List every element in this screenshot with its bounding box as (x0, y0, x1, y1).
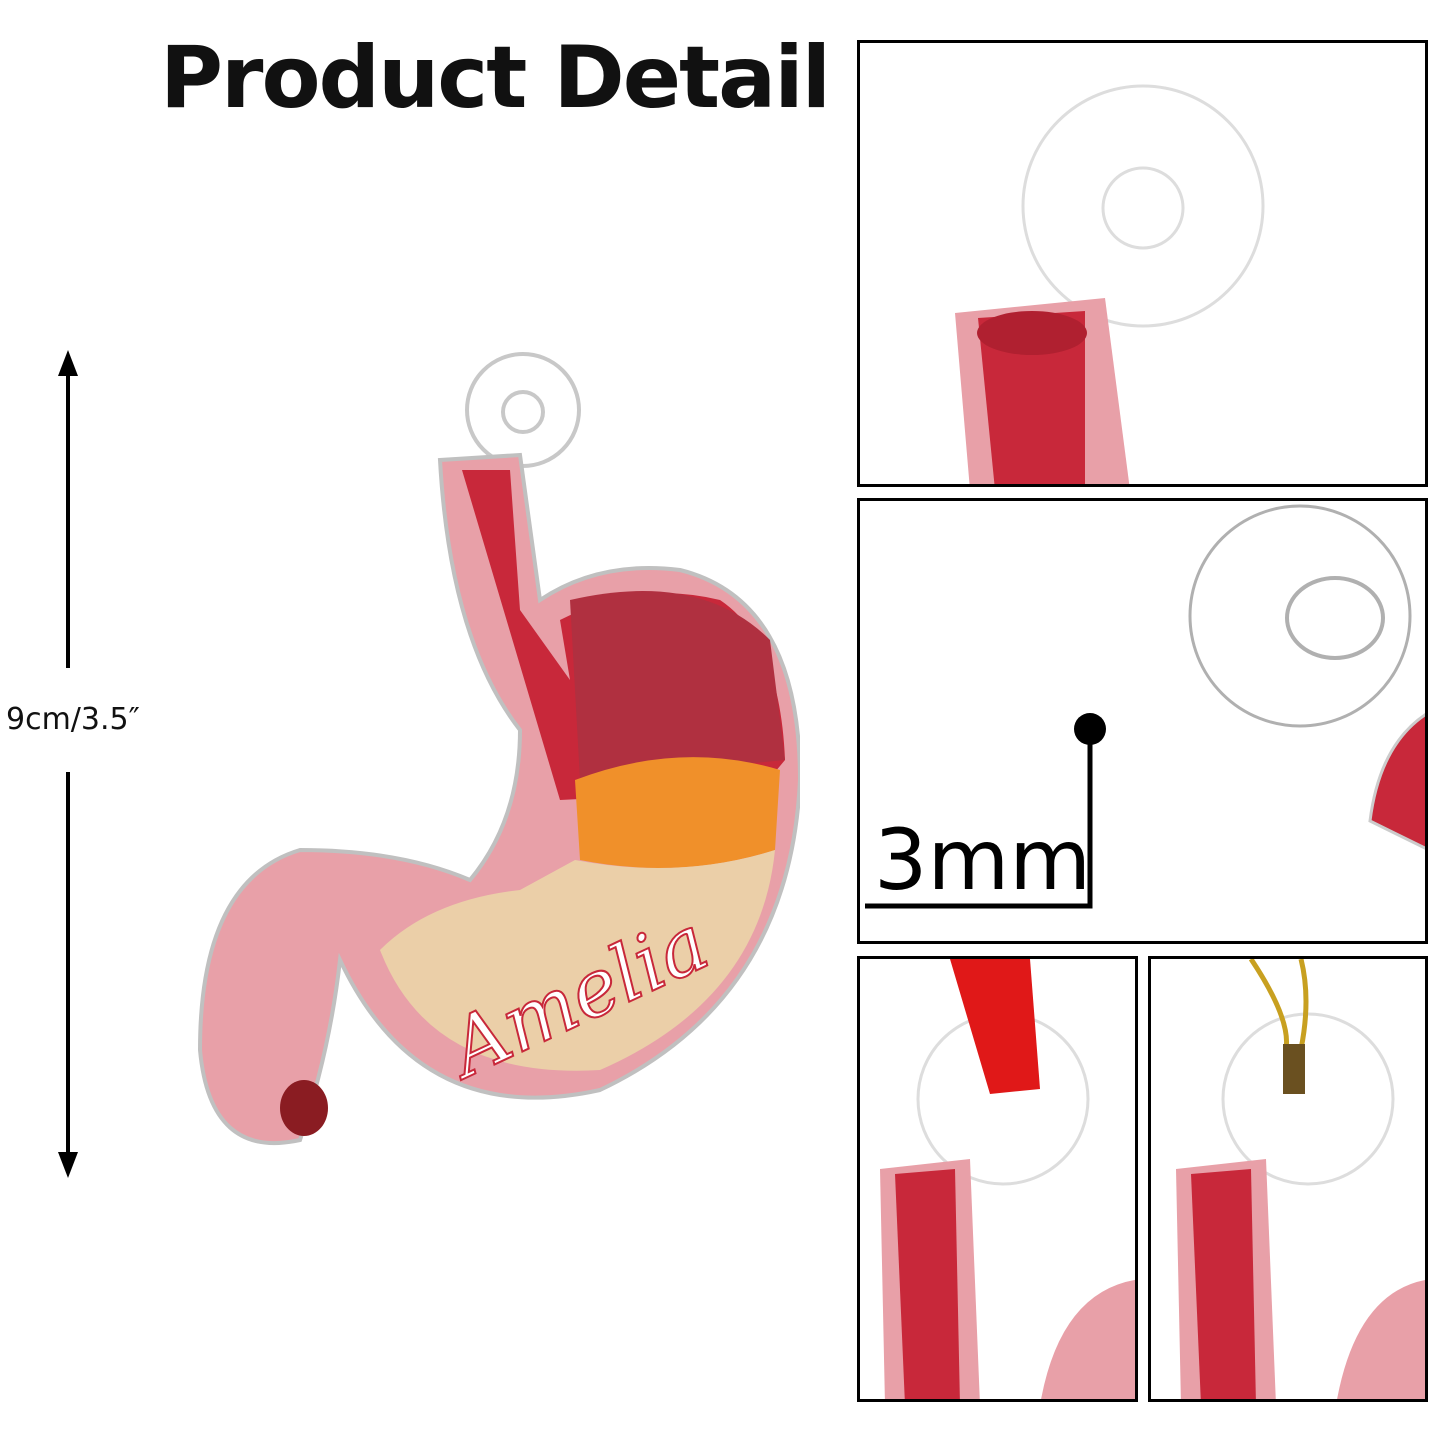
height-arrow-icon (58, 350, 78, 1178)
page-title: Product Detail (160, 28, 831, 128)
detail-panel-hole (857, 40, 1428, 487)
thickness-label: 3mm (874, 811, 1092, 909)
dimension-label: 9cm/3.5″ (6, 702, 140, 737)
detail-panel-thickness (857, 498, 1428, 944)
detail-panel-ribbon (857, 956, 1138, 1402)
detail-panel-gold-string (1148, 956, 1428, 1402)
stomach-ornament: Amelia (197, 352, 800, 1146)
